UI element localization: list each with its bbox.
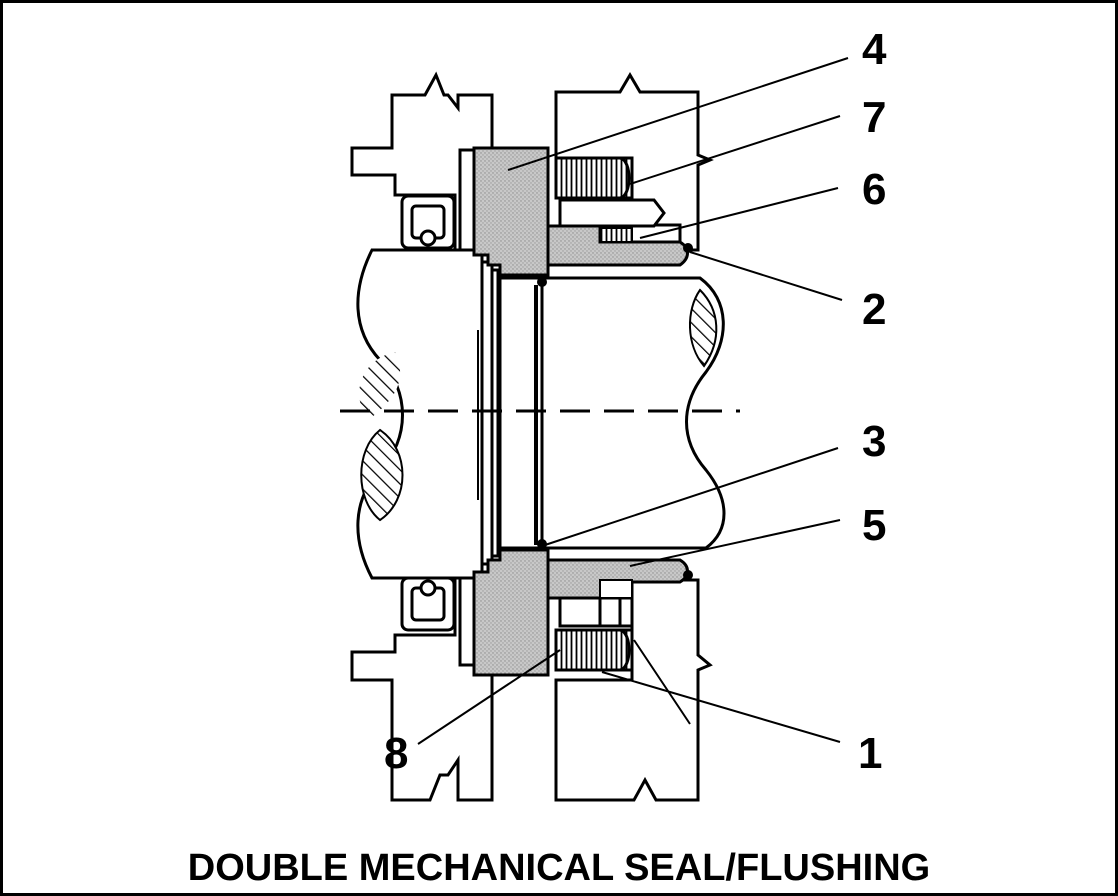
callout-3: 3 — [862, 417, 886, 466]
callout-6: 6 — [862, 165, 886, 214]
left-housing-top — [350, 71, 494, 252]
leader-lines — [417, 57, 849, 745]
right-housing-bottom — [554, 578, 713, 802]
shaft-right — [540, 276, 726, 550]
callout-1: 1 — [858, 729, 882, 778]
seat-top — [472, 146, 550, 277]
diagram-title: DOUBLE MECHANICAL SEAL/FLUSHING — [188, 847, 930, 889]
callout-7: 7 — [862, 93, 886, 142]
spring-bottom — [554, 628, 634, 672]
drive-pin-bottom — [558, 596, 634, 628]
shaft-steps — [477, 260, 500, 566]
o-rings — [537, 243, 693, 580]
lip-seal-bottom — [400, 576, 456, 632]
callout-5: 5 — [862, 501, 886, 550]
spring-top — [554, 156, 634, 200]
callout-4: 4 — [862, 25, 887, 74]
lip-seal-top — [400, 194, 456, 250]
callout-8: 8 — [384, 729, 408, 778]
callout-2: 2 — [862, 285, 886, 334]
seat-bottom — [472, 548, 550, 677]
shaft-left — [356, 248, 484, 580]
sleeve-inner — [498, 276, 544, 550]
